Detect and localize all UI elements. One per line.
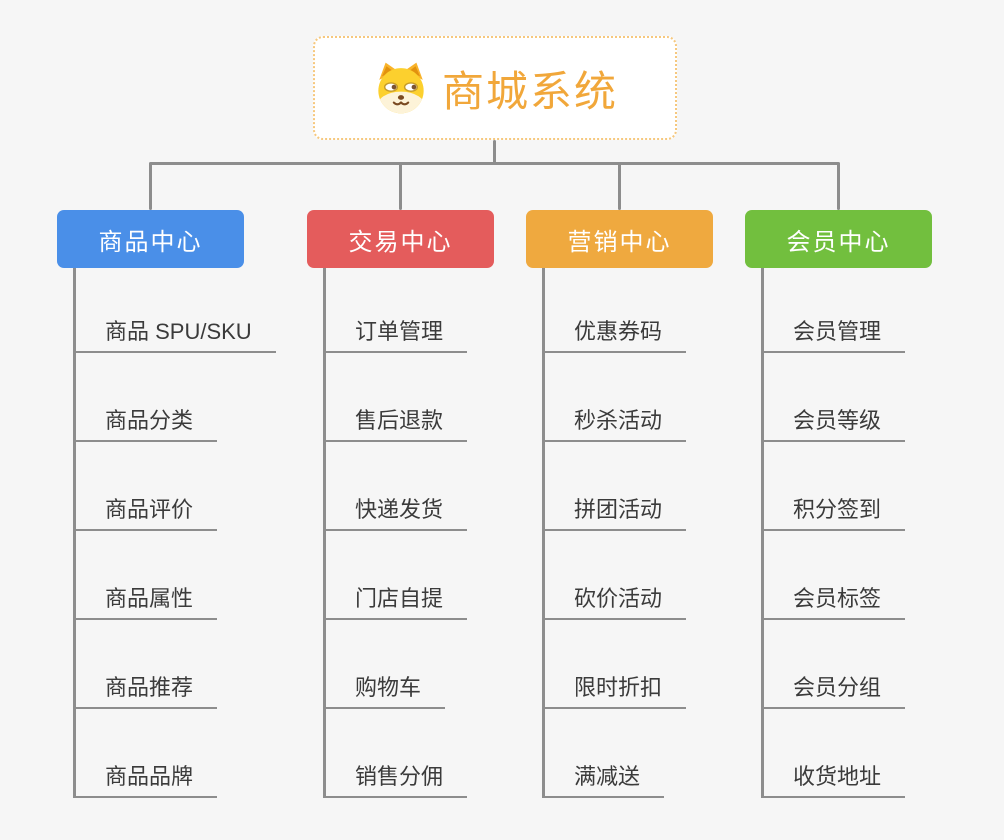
node-product-attribute[interactable]: 商品属性 bbox=[73, 531, 218, 620]
node-full-reduction[interactable]: 满减送 bbox=[542, 709, 665, 798]
node-aftersale-refund[interactable]: 售后退款 bbox=[323, 353, 468, 442]
root-node-title: 商城系统 bbox=[441, 67, 618, 115]
branch-trade-center: 交易中心 订单管理 售后退款 快递发货 门店自提 购物车 销售分佣 bbox=[307, 210, 557, 798]
branch-node-trade-center[interactable]: 交易中心 bbox=[307, 210, 494, 268]
node-points-checkin[interactable]: 积分签到 bbox=[761, 442, 906, 531]
root-node-mall-system[interactable]: 商城系统 bbox=[313, 36, 677, 140]
node-group-buy[interactable]: 拼团活动 bbox=[542, 442, 687, 531]
node-product-category[interactable]: 商品分类 bbox=[73, 353, 218, 442]
node-member-level[interactable]: 会员等级 bbox=[761, 353, 906, 442]
connector-root-stub bbox=[493, 140, 496, 165]
node-product-review[interactable]: 商品评价 bbox=[73, 442, 218, 531]
branch-line-trade bbox=[323, 268, 326, 798]
node-bargain-activity[interactable]: 砍价活动 bbox=[542, 531, 687, 620]
branch-items-product: 商品 SPU/SKU 商品分类 商品评价 商品属性 商品推荐 商品品牌 bbox=[73, 268, 276, 798]
branch-node-product-center[interactable]: 商品中心 bbox=[57, 210, 244, 268]
node-member-tag[interactable]: 会员标签 bbox=[761, 531, 906, 620]
branch-line-marketing bbox=[542, 268, 545, 798]
node-store-pickup[interactable]: 门店自提 bbox=[323, 531, 468, 620]
node-express-delivery[interactable]: 快递发货 bbox=[323, 442, 468, 531]
node-member-group[interactable]: 会员分组 bbox=[761, 620, 906, 709]
branch-line-member bbox=[761, 268, 764, 798]
branch-line-product bbox=[73, 268, 76, 798]
connector-drop-marketing bbox=[618, 163, 621, 210]
node-sales-commission[interactable]: 销售分佣 bbox=[323, 709, 468, 798]
node-member-management[interactable]: 会员管理 bbox=[761, 268, 906, 353]
branch-items-member: 会员管理 会员等级 积分签到 会员标签 会员分组 收货地址 bbox=[761, 268, 906, 798]
node-product-spu-sku[interactable]: 商品 SPU/SKU bbox=[73, 268, 276, 353]
branch-node-marketing-center[interactable]: 营销中心 bbox=[526, 210, 713, 268]
node-shipping-address[interactable]: 收货地址 bbox=[761, 709, 906, 798]
node-product-recommend[interactable]: 商品推荐 bbox=[73, 620, 218, 709]
node-shopping-cart[interactable]: 购物车 bbox=[323, 620, 446, 709]
node-order-management[interactable]: 订单管理 bbox=[323, 268, 468, 353]
branch-product-center: 商品中心 商品 SPU/SKU 商品分类 商品评价 商品属性 商品推荐 商品品牌 bbox=[57, 210, 307, 798]
branch-items-marketing: 优惠券码 秒杀活动 拼团活动 砍价活动 限时折扣 满减送 bbox=[542, 268, 687, 798]
node-flash-sale[interactable]: 秒杀活动 bbox=[542, 353, 687, 442]
branch-items-trade: 订单管理 售后退款 快递发货 门店自提 购物车 销售分佣 bbox=[323, 268, 468, 798]
branch-marketing-center: 营销中心 优惠券码 秒杀活动 拼团活动 砍价活动 限时折扣 满减送 bbox=[526, 210, 776, 798]
node-coupon-code[interactable]: 优惠券码 bbox=[542, 268, 687, 353]
connector-drop-product bbox=[149, 163, 152, 210]
connector-trunk bbox=[149, 162, 840, 165]
doge-face-icon bbox=[378, 62, 424, 114]
branch-node-member-center[interactable]: 会员中心 bbox=[745, 210, 932, 268]
connector-drop-trade bbox=[399, 163, 402, 210]
node-product-brand[interactable]: 商品品牌 bbox=[73, 709, 218, 798]
branch-member-center: 会员中心 会员管理 会员等级 积分签到 会员标签 会员分组 收货地址 bbox=[745, 210, 995, 798]
connector-drop-member bbox=[837, 163, 840, 210]
node-limited-discount[interactable]: 限时折扣 bbox=[542, 620, 687, 709]
